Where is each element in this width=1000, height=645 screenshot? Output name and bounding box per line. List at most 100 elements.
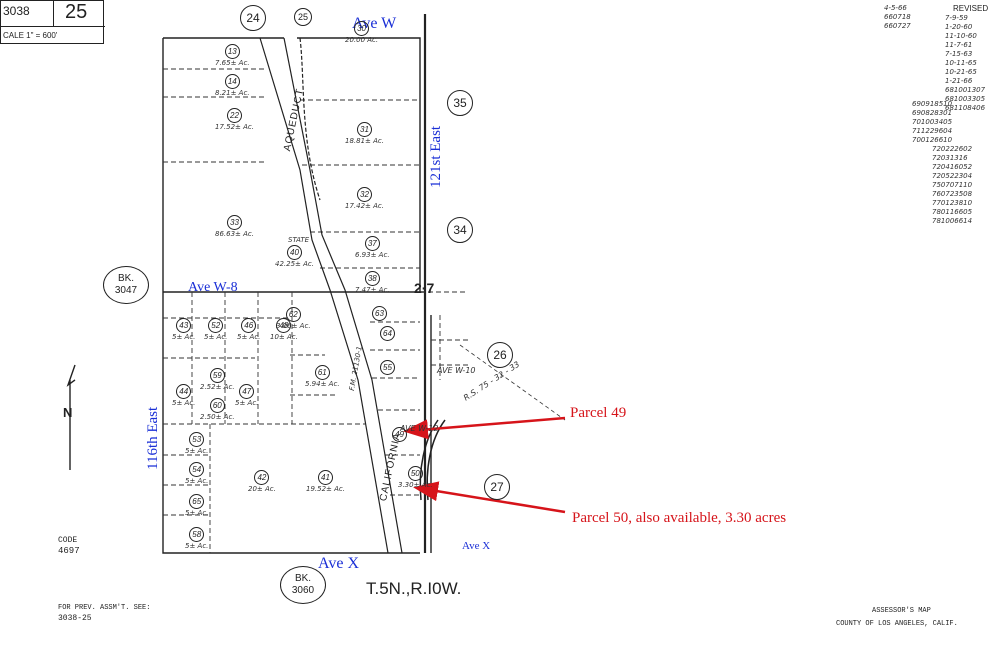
parcel-number: 53 <box>189 432 205 447</box>
box-rule <box>1 26 105 27</box>
revised-date: 11-10-60 <box>945 32 977 40</box>
parcel-number: 60 <box>209 398 225 413</box>
revised-date: 1-21-66 <box>945 77 973 85</box>
section-27-circle: 27 <box>484 474 510 500</box>
street-ave-x: Ave X <box>318 555 360 572</box>
revision-number: 711229604 <box>912 127 953 135</box>
parcel-number: 47 <box>239 384 255 399</box>
revision-number: 750707110 <box>932 181 973 189</box>
revision-number: 720522304 <box>932 172 973 180</box>
box-divider <box>53 1 54 26</box>
parcel-50-arrow <box>413 481 566 514</box>
parcel-area: 17.52± Ac. <box>215 123 254 131</box>
revision-date: 660727 <box>884 22 911 30</box>
parcel-area: 18.81± Ac. <box>345 137 384 145</box>
callout-parcel-49: Parcel 49 <box>570 405 627 421</box>
parcel-area: 7.65± Ac. <box>215 59 250 67</box>
parcel-number: 63 <box>372 306 387 321</box>
street-ave-w8: Ave W-8 <box>188 280 238 295</box>
parcel-area: 5± Ac. <box>237 333 261 341</box>
parcel-number: 32 <box>357 187 372 202</box>
parcel-area: 5.94± Ac. <box>305 380 340 388</box>
bk-3060-circle: BK. 3060 <box>280 566 326 604</box>
parcel-63: 63 <box>372 306 387 321</box>
revised-label: REVISED <box>953 4 989 13</box>
revised-date: 681003305 <box>945 95 986 103</box>
revised-date: 11-7-61 <box>945 41 973 49</box>
section-number: 35 <box>453 96 467 110</box>
parcel-number: 41 <box>318 470 333 485</box>
street-121st-east: 121st East <box>428 125 444 188</box>
aqueduct-lines <box>259 37 403 554</box>
parcel-area: 5± Ac. <box>204 333 228 341</box>
parcel-area: 17.42± Ac. <box>345 202 384 210</box>
parcel-number: 54 <box>189 462 205 477</box>
section-number: 34 <box>453 223 467 237</box>
revision-number: 690828301 <box>912 109 953 117</box>
parcel-number: 59 <box>209 368 225 383</box>
ave-w12-label: AVE W-12 <box>400 424 439 433</box>
parcel-number: 65 <box>189 494 205 509</box>
bk-label: BK. <box>294 573 312 584</box>
parcel-area: 86.63± Ac. <box>215 230 254 238</box>
revised-date: 10-21-65 <box>945 68 977 76</box>
section-35-circle: 35 <box>447 90 473 116</box>
section-25-circle: 25 <box>294 8 312 26</box>
parcel-area: 10± Ac. <box>270 333 298 341</box>
revised-date: 1-20-60 <box>945 23 973 31</box>
north-arrow <box>66 364 76 470</box>
parcel-area: 20± Ac. <box>248 485 276 493</box>
parcel-area: 7.47± Ac. <box>355 286 390 294</box>
section-number: 24 <box>246 11 260 25</box>
parcel-number: 64 <box>380 326 395 341</box>
parcel-area: 5± Ac. <box>185 477 209 485</box>
parcel-area: 8.21± Ac. <box>215 89 250 97</box>
parcel-area: 6.93± Ac. <box>355 251 390 259</box>
parcel-number: 43 <box>176 318 192 333</box>
revision-number: 720222602 <box>932 145 973 153</box>
state-label: STATE <box>288 236 310 244</box>
revision-number: 780116605 <box>932 208 973 216</box>
parcel-number: 62 <box>285 307 301 322</box>
parcel-number: 31 <box>357 122 372 137</box>
bk-number: 3047 <box>114 285 138 296</box>
section-number: 27 <box>490 480 504 494</box>
section-24-circle: 24 <box>240 5 266 31</box>
parcel-area: 5± Ac. <box>172 399 196 407</box>
parcel-number: 48 <box>276 318 292 333</box>
revised-date: 7-9-59 <box>945 14 968 22</box>
callout-parcel-50: Parcel 50, also available, 3.30 acres <box>572 510 787 526</box>
parcel-area: 19.52± Ac. <box>306 485 345 493</box>
parcel-number: 55 <box>380 360 395 375</box>
revised-date: 681108406 <box>945 104 986 112</box>
parcel-area: 20.00 Ac. <box>345 36 379 44</box>
parcel-number: 58 <box>189 527 205 542</box>
parcel-number: 22 <box>227 108 242 123</box>
parcel-number: 44 <box>176 384 192 399</box>
revision-number: 701003405 <box>912 118 953 126</box>
revised-date: 681001307 <box>945 86 986 94</box>
rs-line <box>459 344 566 421</box>
page-number: 25 <box>65 1 88 23</box>
prev-assmt-value: 3038-25 <box>58 614 92 623</box>
